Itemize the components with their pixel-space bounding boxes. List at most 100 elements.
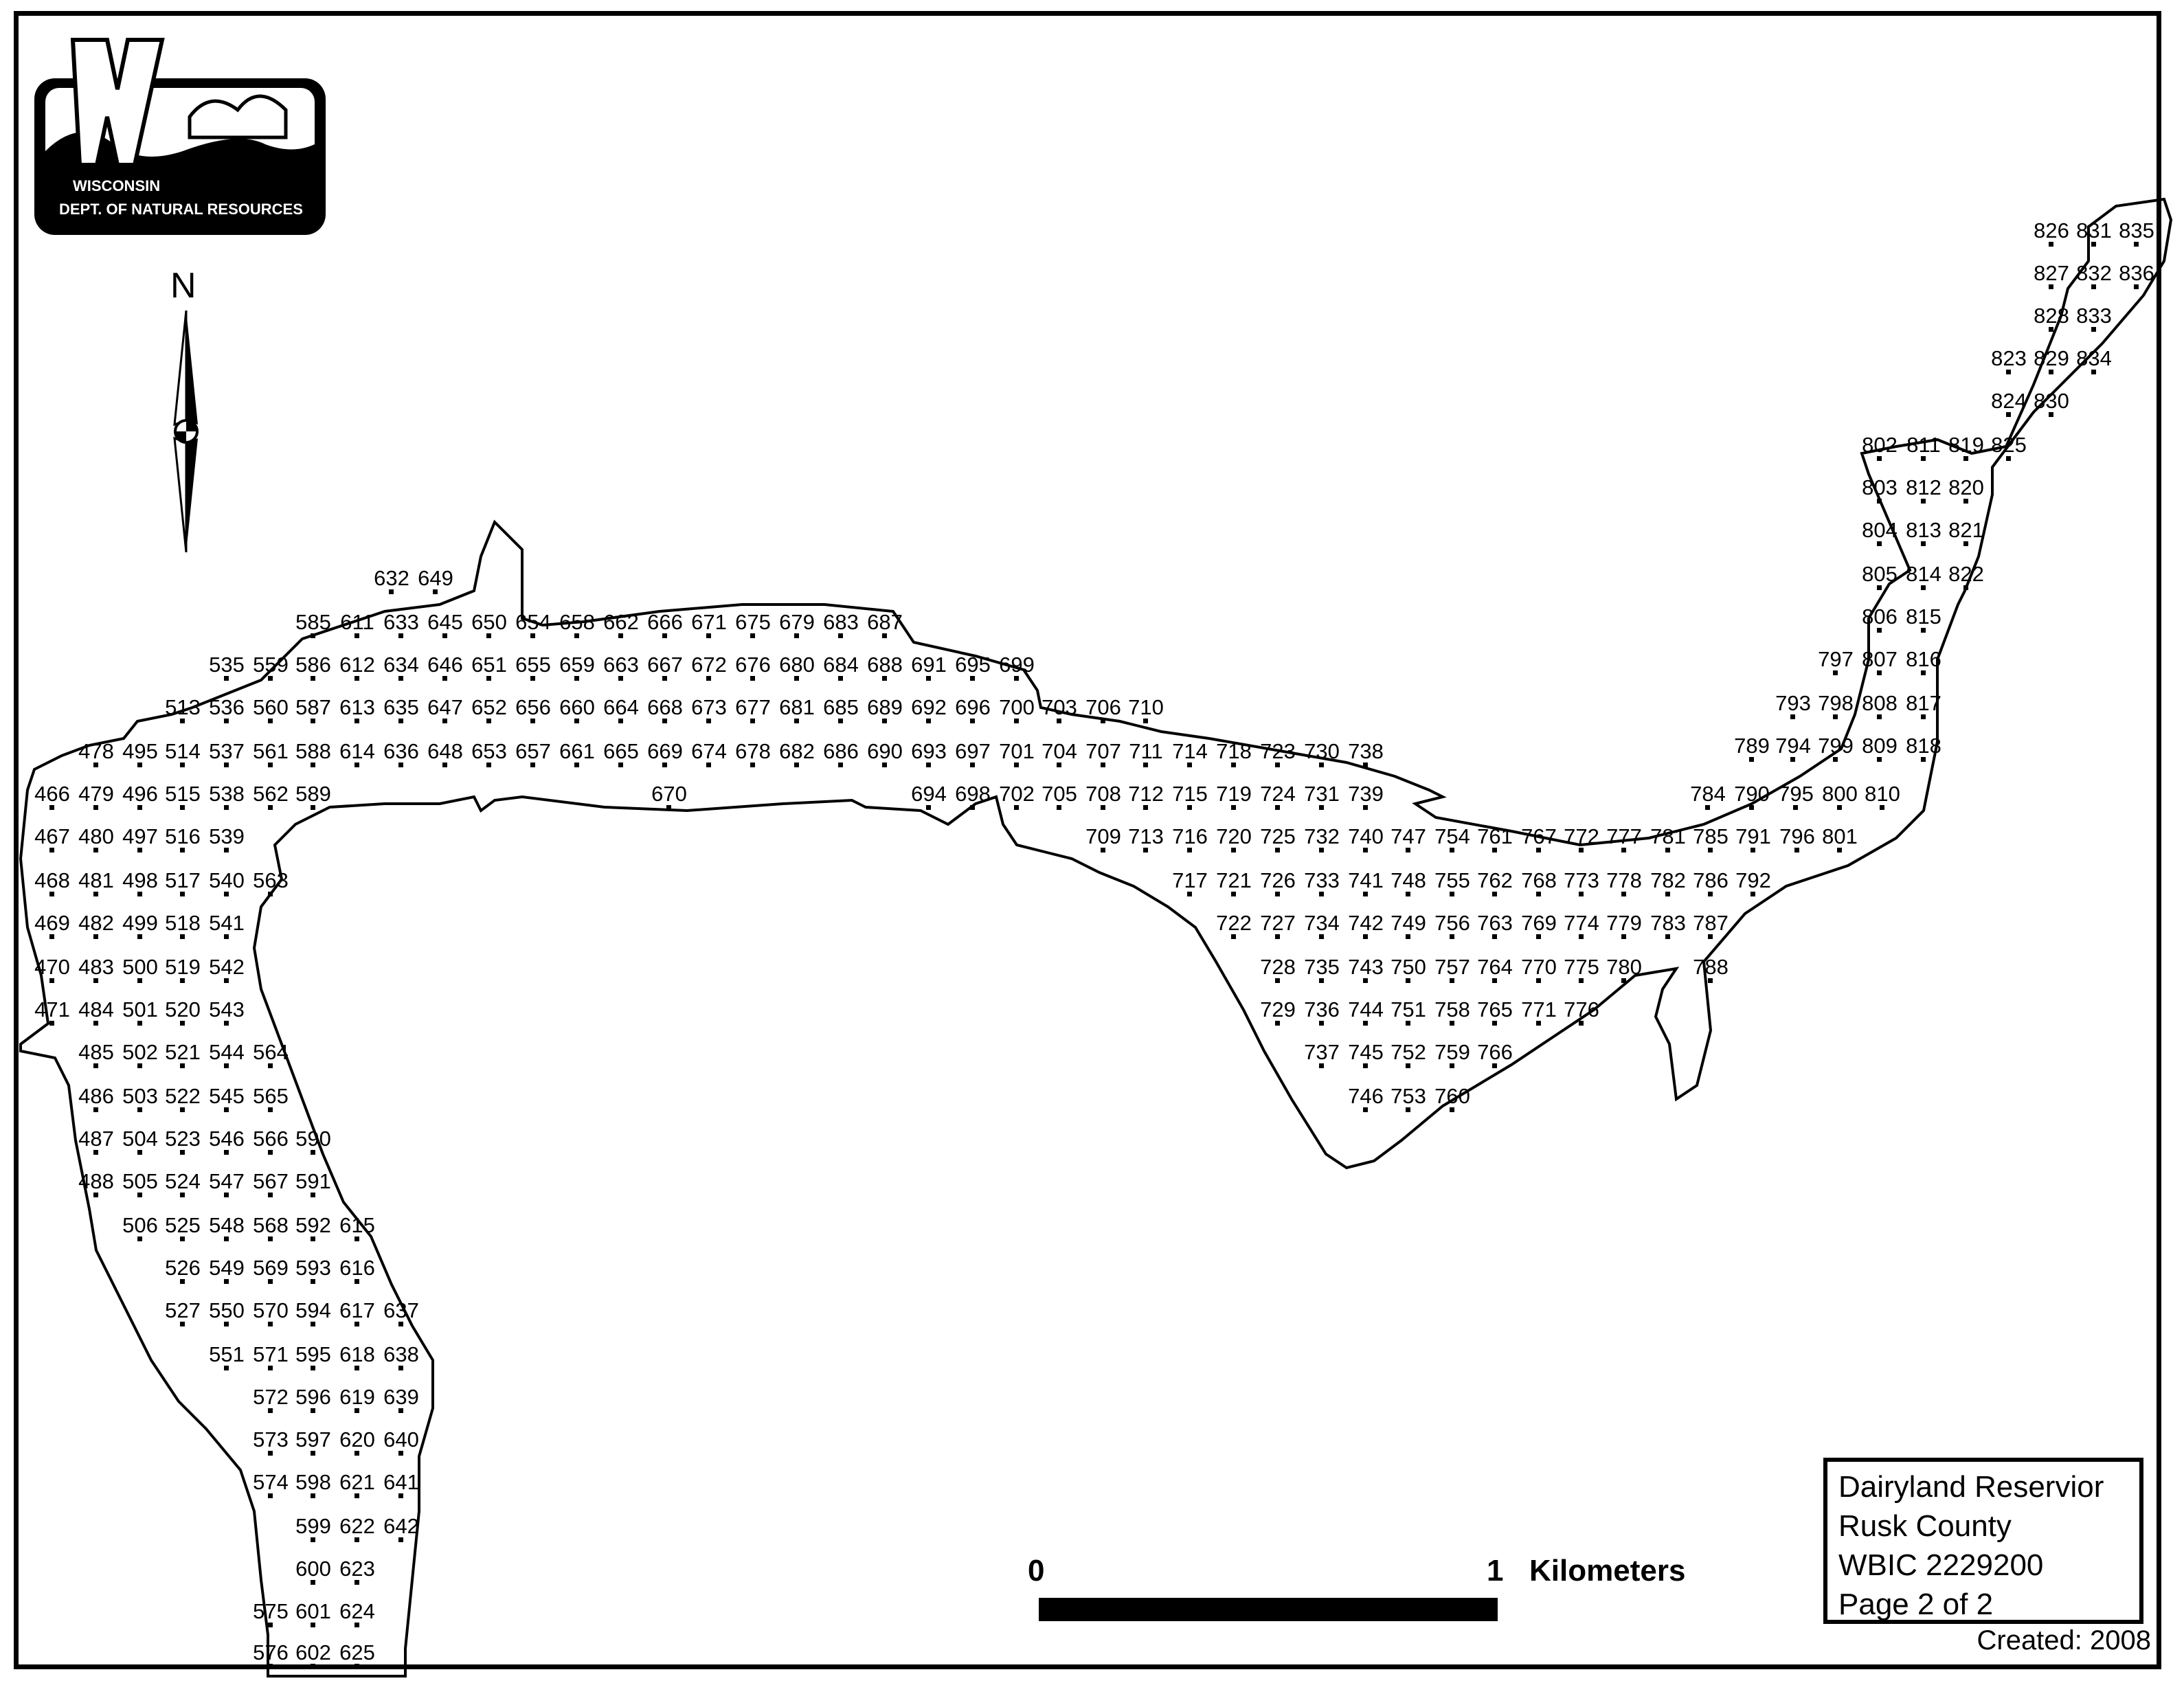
sample-point-marker	[1708, 978, 1713, 983]
sample-point-label: 595	[295, 1342, 331, 1366]
sample-point-label: 570	[253, 1298, 289, 1322]
sample-point-marker	[93, 892, 98, 896]
sample-point-marker	[311, 1623, 315, 1627]
sample-point-marker	[1705, 805, 1710, 810]
sample-point-marker	[311, 1537, 315, 1542]
sample-point-marker	[354, 1279, 359, 1284]
sample-point-label: 724	[1260, 782, 1296, 806]
sample-point-label: 778	[1606, 868, 1642, 892]
sample-point-marker	[1450, 934, 1454, 939]
sample-point-marker	[93, 1150, 98, 1155]
sample-point-label: 587	[295, 695, 331, 719]
sample-point-marker	[1536, 978, 1541, 983]
sample-point-marker	[2006, 370, 2011, 374]
sample-point-marker	[180, 1279, 185, 1284]
sample-point-marker	[1363, 848, 1368, 852]
sample-point-label: 571	[253, 1342, 289, 1366]
sample-point-label: 647	[427, 695, 463, 719]
sample-point-label: 834	[2076, 346, 2112, 370]
sample-point-marker	[311, 1664, 315, 1669]
sample-point-marker	[794, 719, 799, 723]
sample-point-marker	[1750, 848, 1755, 852]
sample-point-marker	[882, 633, 887, 638]
sample-point-marker	[1963, 541, 1968, 546]
sample-point-marker	[311, 1451, 315, 1456]
sample-point-label: 818	[1906, 734, 1941, 758]
sample-point-marker	[1363, 1063, 1368, 1068]
sample-point-label: 781	[1650, 824, 1686, 848]
sample-point-label: 780	[1606, 955, 1642, 979]
sample-point-label: 802	[1862, 433, 1898, 457]
sample-point-label: 596	[295, 1385, 331, 1409]
sample-point-marker	[794, 763, 799, 767]
sample-point-label: 591	[295, 1169, 331, 1193]
sample-point-marker	[1406, 1063, 1410, 1068]
sample-point-marker	[1621, 978, 1626, 983]
sample-point-marker	[354, 1451, 359, 1456]
sample-point-marker	[1877, 628, 1882, 633]
sample-point-marker	[268, 763, 273, 767]
sample-point-label: 486	[78, 1084, 114, 1108]
sample-point-label: 777	[1606, 824, 1642, 848]
sample-point-label: 652	[471, 695, 507, 719]
sample-point-marker	[2006, 412, 2011, 417]
sample-point-label: 797	[1818, 647, 1854, 671]
sample-point-marker	[1187, 763, 1192, 767]
sample-point-marker	[1363, 1107, 1368, 1112]
sample-point-label: 836	[2119, 261, 2154, 285]
sample-point-marker	[1665, 892, 1670, 896]
sample-point-label: 546	[209, 1127, 245, 1151]
sample-point-label: 641	[383, 1470, 419, 1494]
sample-point-marker	[93, 805, 98, 810]
sample-point-label: 753	[1391, 1084, 1426, 1108]
sample-point-marker	[1790, 757, 1795, 762]
sample-point-label: 572	[253, 1385, 289, 1409]
sample-point-marker	[1579, 848, 1584, 852]
sample-point-label: 824	[1991, 389, 2027, 413]
sample-point-label: 773	[1564, 868, 1599, 892]
map-frame	[14, 11, 2161, 1669]
sample-point-label: 525	[165, 1213, 201, 1237]
sample-point-label: 635	[383, 695, 419, 719]
sample-point-label: 617	[339, 1298, 375, 1322]
sample-point-label: 624	[339, 1599, 375, 1623]
sample-point-marker	[137, 1150, 142, 1155]
sample-point-label: 498	[122, 868, 158, 892]
sample-point-marker	[93, 1063, 98, 1068]
sample-point-label: 598	[295, 1470, 331, 1494]
sample-point-label: 800	[1822, 782, 1858, 806]
sample-point-marker	[1014, 676, 1019, 681]
sample-point-marker	[1579, 934, 1584, 939]
sample-point-marker	[311, 633, 315, 638]
sample-point-marker	[354, 1408, 359, 1413]
sample-point-label: 805	[1862, 562, 1898, 586]
sample-point-label: 566	[253, 1127, 289, 1151]
sample-point-label: 689	[867, 695, 903, 719]
sample-point-label: 539	[209, 824, 245, 848]
sample-point-marker	[838, 633, 843, 638]
sample-point-label: 551	[209, 1342, 245, 1366]
sample-point-marker	[268, 1366, 273, 1370]
sample-point-label: 658	[559, 610, 595, 634]
sample-point-marker	[311, 805, 315, 810]
sample-point-label: 611	[340, 610, 374, 634]
sample-point-marker	[486, 719, 491, 723]
sample-point-label: 663	[603, 653, 639, 677]
sample-point-marker	[1057, 719, 1061, 723]
sample-point-label: 747	[1391, 824, 1426, 848]
sample-point-marker	[1363, 1021, 1368, 1026]
sample-point-label: 823	[1991, 346, 2027, 370]
sample-point-marker	[1143, 719, 1148, 723]
sample-point-label: 796	[1779, 824, 1815, 848]
sample-point-marker	[1319, 1021, 1324, 1026]
sample-point-marker	[224, 805, 229, 810]
sample-point-marker	[268, 1322, 273, 1326]
sample-point-label: 729	[1260, 997, 1296, 1021]
sample-point-label: 656	[515, 695, 551, 719]
sample-point-marker	[1275, 934, 1280, 939]
sample-point-marker	[354, 1322, 359, 1326]
sample-point-marker	[1450, 1107, 1454, 1112]
sample-point-label: 790	[1734, 782, 1770, 806]
sample-point-marker	[49, 892, 54, 896]
sample-point-label: 786	[1693, 868, 1729, 892]
